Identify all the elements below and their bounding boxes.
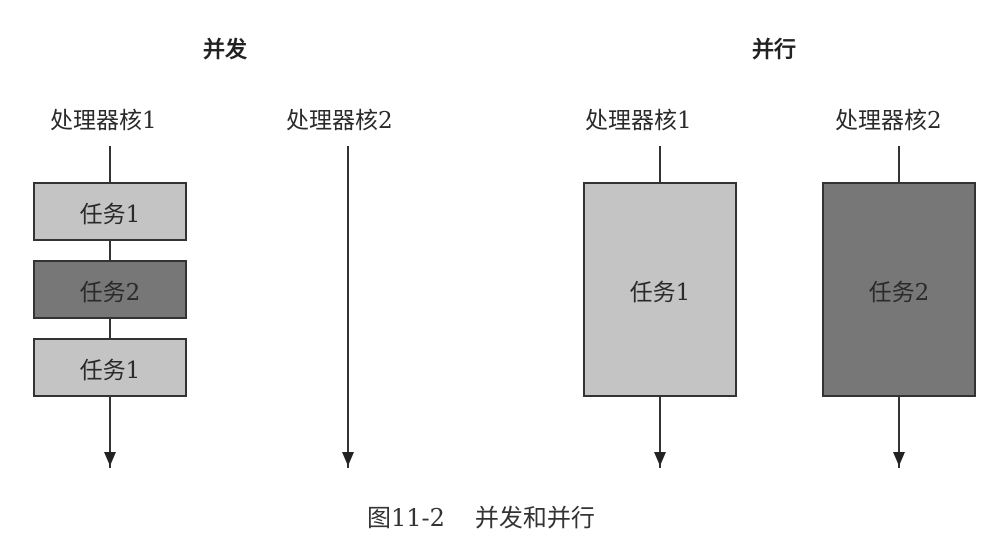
arrow-down-icon [654, 452, 666, 466]
task-label: 任务1 [629, 279, 691, 306]
concurrency-title: 并发 [203, 38, 248, 63]
task-label: 任务1 [79, 357, 141, 384]
parallelism-core2-label: 处理器核2 [835, 108, 942, 134]
arrow-down-icon [342, 452, 354, 466]
concurrency-core1-label: 处理器核1 [50, 108, 157, 134]
parallelism-task-block: 任务1 [583, 182, 737, 397]
task-label: 任务2 [79, 279, 141, 306]
figure-caption: 图11-2 并发和并行 [367, 498, 595, 533]
parallelism-core1-label: 处理器核1 [585, 108, 692, 134]
task-label: 任务1 [79, 201, 141, 228]
task-label: 任务2 [868, 279, 930, 306]
concurrency-task-block: 任务1 [33, 338, 187, 397]
concurrency-task-block: 任务1 [33, 182, 187, 241]
concurrency-core2-timeline [347, 146, 349, 468]
parallelism-title: 并行 [752, 38, 797, 63]
concurrency-task-block: 任务2 [33, 260, 187, 319]
parallelism-task-block: 任务2 [822, 182, 976, 397]
arrow-down-icon [104, 452, 116, 466]
arrow-down-icon [893, 452, 905, 466]
concurrency-core2-label: 处理器核2 [286, 108, 393, 134]
figure-caption-text: 并发和并行 [474, 504, 595, 532]
figure-number: 图11-2 [367, 504, 445, 532]
